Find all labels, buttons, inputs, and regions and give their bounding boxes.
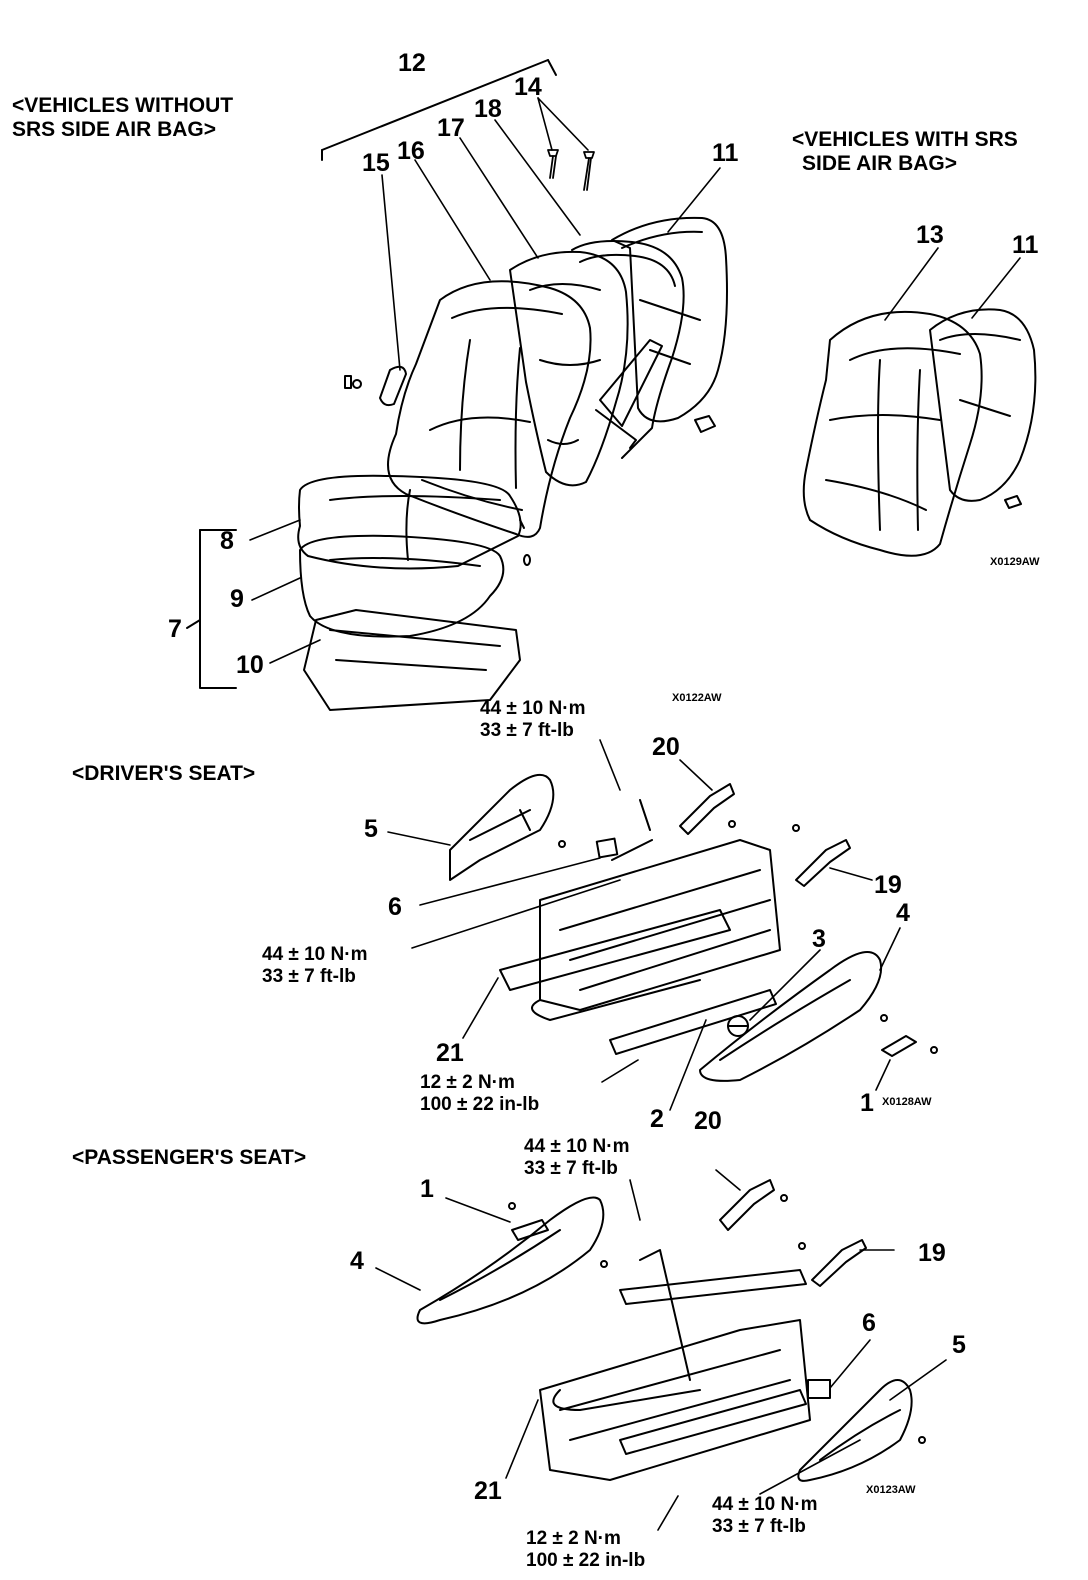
figure-code: X0123AW [866, 1484, 916, 1496]
callout-number: 20 [694, 1107, 722, 1135]
callout-number: 1 [860, 1089, 874, 1117]
callout-number: 4 [350, 1247, 364, 1275]
torque-spec: 44 ± 10 N·m 33 ± 7 ft-lb [262, 944, 367, 988]
callout-number: 5 [952, 1331, 966, 1359]
bracket-7 [186, 529, 237, 689]
seatback-pad [509, 250, 629, 487]
header-line: SIDE AIR BAG> [802, 152, 957, 175]
callout-number: 20 [652, 733, 680, 761]
callout-number: 7 [168, 615, 182, 643]
callout-number: 19 [874, 871, 902, 899]
torque-imperial: 100 ± 22 in-lb [526, 1550, 646, 1571]
header-line: <VEHICLES WITHOUT [12, 94, 234, 117]
callout-number: 21 [474, 1477, 502, 1505]
leaders-seatback [249, 97, 1021, 664]
header-line: SRS SIDE AIR BAG> [12, 118, 217, 141]
callout-number: 16 [397, 137, 425, 165]
torque-metric: 44 ± 10 N·m [480, 698, 586, 719]
figure-code: X0122AW [672, 692, 722, 704]
seatback-with-srs [802, 308, 1037, 557]
header-passengers-seat: <PASSENGER'S SEAT> [72, 1146, 307, 1169]
callout-number: 11 [1012, 231, 1039, 259]
torque-metric: 44 ± 10 N·m [524, 1136, 630, 1157]
callout-number: 10 [236, 651, 264, 679]
seatback-cover [387, 280, 592, 566]
header-with-srs: <VEHICLES WITH SRS SIDE AIR BAG> [792, 128, 1018, 176]
passenger-brackets [508, 1179, 926, 1444]
callout-number: 3 [812, 925, 826, 953]
callout-number: 4 [896, 899, 910, 927]
torque-metric: 12 ± 2 N·m [420, 1072, 515, 1093]
torque-metric: 12 ± 2 N·m [526, 1528, 621, 1549]
callout-number: 11 [712, 139, 739, 167]
callout-number: 8 [220, 527, 234, 555]
driver-side-cover-4 [699, 951, 882, 1082]
header-line: <VEHICLES WITH SRS [792, 128, 1018, 151]
bolts-14 [547, 149, 595, 191]
recliner-knob [727, 1015, 749, 1037]
torque-imperial: 100 ± 22 in-lb [420, 1094, 540, 1115]
bracket-12 [321, 59, 557, 161]
torque-spec: 12 ± 2 N·m 100 ± 22 in-lb [420, 1072, 539, 1116]
passenger-side-cover-5 [797, 1379, 913, 1482]
torque-imperial: 33 ± 7 ft-lb [524, 1158, 618, 1179]
header-without-srs: <VEHICLES WITHOUT SRS SIDE AIR BAG> [12, 94, 233, 142]
torque-imperial: 33 ± 7 ft-lb [262, 966, 356, 987]
callout-number: 12 [398, 49, 426, 77]
passenger-seat-rail [539, 1249, 831, 1481]
callout-number: 13 [916, 221, 944, 249]
callout-number: 19 [918, 1239, 946, 1267]
callout-number: 9 [230, 585, 244, 613]
seat-cushion [297, 474, 522, 711]
driver-brackets [558, 783, 938, 1057]
torque-imperial: 33 ± 7 ft-lb [712, 1516, 806, 1537]
torque-metric: 44 ± 10 N·m [712, 1494, 818, 1515]
callout-number: 2 [650, 1105, 664, 1133]
torque-spec: 44 ± 10 N·m 33 ± 7 ft-lb [524, 1136, 629, 1180]
figure-code: X0128AW [882, 1096, 932, 1108]
seatback-back-cover-left [611, 216, 728, 433]
torque-metric: 44 ± 10 N·m [262, 944, 368, 965]
callout-number: 6 [862, 1309, 876, 1337]
torque-spec: 44 ± 10 N·m 33 ± 7 ft-lb [712, 1494, 817, 1538]
callout-number: 21 [436, 1039, 464, 1067]
figure-code: X0129AW [990, 556, 1040, 568]
callout-number: 6 [388, 893, 402, 921]
callout-number: 14 [514, 73, 542, 101]
callout-number: 5 [364, 815, 378, 843]
passenger-side-cover-4 [416, 1196, 605, 1325]
callout-number: 18 [474, 95, 502, 123]
callout-number: 1 [420, 1175, 434, 1203]
leaders-passenger [375, 1169, 947, 1531]
driver-side-cover-5 [449, 773, 555, 881]
header-drivers-seat: <DRIVER'S SEAT> [72, 762, 256, 785]
torque-imperial: 33 ± 7 ft-lb [480, 720, 574, 741]
leaders-driver [387, 739, 901, 1111]
seatback-frame [571, 240, 685, 459]
torque-spec: 44 ± 10 N·m 33 ± 7 ft-lb [480, 698, 585, 742]
drivers-seat-rail [499, 799, 781, 1055]
callout-number: 15 [362, 149, 390, 177]
headrest-guide [344, 365, 407, 407]
torque-spec: 12 ± 2 N·m 100 ± 22 in-lb [526, 1528, 645, 1572]
callout-number: 17 [437, 114, 465, 142]
